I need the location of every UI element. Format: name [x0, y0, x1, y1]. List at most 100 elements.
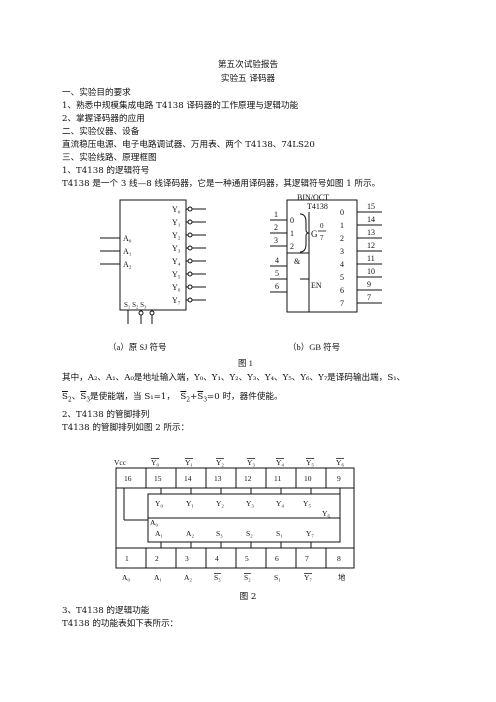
- plus-sign: +: [190, 392, 198, 402]
- fig1a-out-2: Y₂: [172, 231, 181, 240]
- fig2-inner-s2: S₂: [246, 529, 253, 538]
- fig1b-out-in-6: 6: [340, 286, 344, 295]
- fig2-top-label-y2: Y₂: [216, 458, 224, 467]
- fig2-inner-y0: Y₀: [155, 499, 163, 508]
- s3b-sub: 3: [203, 396, 208, 404]
- subsection-2-heading: 2、T4138 的管脚排列: [62, 410, 150, 420]
- fig2-bottom-pin-8: 8: [337, 554, 341, 563]
- figure-2-caption: 图 2: [239, 592, 257, 602]
- fig1a-enable-label: S₁ S₂ S₃: [124, 301, 147, 309]
- figure-1a-output-labels: Y₀ Y₁ Y₂ Y₃ Y₄ Y₅ Y₆ Y₇: [172, 205, 181, 305]
- fig2-top-pin-13: 13: [214, 474, 222, 483]
- fig2-bottom-pin-1: 1: [125, 554, 129, 563]
- s2b-bar: S: [180, 392, 187, 402]
- fig2-inner-a1: A₁: [155, 529, 163, 538]
- experiment-title: 实验五 译码器: [220, 74, 276, 84]
- figure-1-logic-symbols: Y₀ Y₁ Y₂ Y₃ Y₄ Y₅ Y₆ Y₇ A₀ A: [100, 193, 382, 368]
- fig2-top-label-y3: Y₃: [247, 458, 255, 467]
- fig1b-pin-3: 3: [274, 236, 278, 245]
- equipment-list: 直流稳压电源、电子电路调试器、万用表、两个 T4138、74LS20: [62, 140, 315, 150]
- fig1b-out-in-0: 0: [340, 208, 344, 217]
- enable-condition-end: =0 时，器件使能。: [207, 392, 283, 402]
- fig1a-caption: （a）原 SJ 符号: [108, 342, 167, 352]
- fig1a-out-0: Y₀: [172, 205, 181, 214]
- fig1b-g-bot: 7: [320, 234, 324, 242]
- fig2-top-pin-12: 12: [244, 474, 252, 483]
- fig1b-out-in-1: 1: [340, 221, 344, 230]
- objective-1: 1、熟悉中规模集成电路 T4138 译码器的工作原理与逻辑功能: [62, 101, 299, 111]
- enable-text: 是使能端，当 S₁=1，: [90, 392, 175, 402]
- fig2-bottom-pin-7: 7: [305, 554, 309, 563]
- fig2-bottom-pin-2: 2: [155, 554, 159, 563]
- fig2-top-label-y5: Y₅: [306, 458, 314, 467]
- fig2-bottom-pin-6: 6: [275, 554, 279, 563]
- fig1b-out-in-4: 4: [340, 260, 344, 269]
- fig2-top-label-y1: Y₁: [185, 458, 193, 467]
- objective-2: 2、掌握译码器的应用: [62, 114, 145, 124]
- fig1b-en-pin-6: 6: [275, 282, 279, 291]
- fig2-top-label-y4: Y₄: [276, 458, 284, 467]
- fig2-bottom-label-y7: Y₇: [304, 573, 312, 582]
- subsection-1-text: T4138 是一个 3 线—8 线译码器，它是一种通用译码器，其逻辑符号如图 1…: [62, 179, 381, 189]
- s3b-bar: S: [197, 392, 204, 402]
- fig1a-out-5: Y₅: [172, 270, 181, 279]
- fig1b-g-top: 0: [320, 222, 324, 230]
- fig2-top-pin-14: 14: [184, 474, 192, 483]
- fig1b-out-in-5: 5: [340, 273, 344, 282]
- fig2-top-pin-16: 16: [124, 474, 132, 483]
- fig1b-title-1: BIN/OCT: [297, 193, 329, 202]
- fig1a-in-0: A₀: [123, 234, 132, 243]
- fig1a-out-7: Y₇: [172, 296, 181, 305]
- fig2-bottom-label-a1: A₁: [154, 573, 162, 582]
- fig1b-pin-1: 1: [274, 210, 278, 219]
- fig1a-in-1: A₁: [123, 247, 132, 256]
- fig2-inner-y6: Y₆: [322, 509, 330, 518]
- section-2-heading: 二、实验仪器、设备: [62, 127, 140, 137]
- fig1b-bit-0: 0: [290, 216, 294, 225]
- figure-1-description-line-1: 其中，A₂、A₁、A₀是地址输入端，Y₀、Y₁、Y₂、Y₃、Y₄、Y₅、Y₆、Y…: [62, 373, 406, 383]
- fig1b-en-pin-4: 4: [275, 256, 279, 265]
- fig1b-bit-1: 1: [290, 229, 294, 238]
- fig1b-caption: （b）GB 符号: [288, 342, 340, 352]
- fig1b-pin-2: 2: [274, 223, 278, 232]
- fig1b-out-in-3: 3: [340, 247, 344, 256]
- fig2-inner-y4: Y₄: [276, 499, 284, 508]
- fig2-top-label-y6: Y₆: [336, 458, 344, 467]
- fig1b-out-in-2: 2: [340, 234, 344, 243]
- fig1b-out-pin-7: 7: [367, 293, 371, 302]
- fig2-top-pin-9: 9: [337, 474, 341, 483]
- fig1a-out-1: Y₁: [172, 218, 181, 227]
- fig2-bottom-pin-5: 5: [245, 554, 249, 563]
- subsection-1-heading: 1、T4138 的逻辑符号: [62, 166, 150, 176]
- fig2-bottom-label-s1: S₁: [274, 573, 281, 582]
- fig2-bottom-label-s2: S₂: [244, 573, 251, 582]
- figure-1b-symbol: BIN/OCT T4138 0 1 2 1 2 3 G 0 7 & EN: [270, 193, 382, 352]
- s2-sub: 2: [67, 396, 72, 404]
- fig1b-out-pin-11: 11: [367, 254, 375, 263]
- fig1a-out-3: Y₃: [172, 244, 181, 253]
- fig2-inner-y3: Y₃: [246, 499, 254, 508]
- fig1b-out-pin-15: 15: [367, 202, 375, 211]
- fig2-bottom-label-a2: A₂: [184, 573, 192, 582]
- fig2-inner-a0: A₀: [150, 518, 158, 527]
- fig1b-out-pin-10: 10: [367, 267, 375, 276]
- fig2-top-pin-15: 15: [154, 474, 162, 483]
- figure-2-pinout: Vcc Y₀ Y₁ Y₂ Y₃ Y₄ Y₅ Y₆ 16 15 14 13 12 …: [114, 458, 355, 582]
- fig2-bottom-pin-3: 3: [185, 554, 189, 563]
- fig1a-out-4: Y₄: [172, 257, 181, 266]
- fig2-bottom-label-s3: S₃: [214, 573, 221, 582]
- subsection-3-text: T4138 的功能表如下表所示：: [62, 619, 179, 629]
- fig2-inner-s1: S₁: [276, 529, 283, 538]
- subsection-2-text: T4138 的管脚排列如图 2 所示：: [62, 423, 190, 433]
- s3-sub: 3: [86, 396, 91, 404]
- report-title: 第五次试验报告: [217, 60, 279, 70]
- subsection-3-heading: 3、T4138 的逻辑功能: [62, 606, 150, 616]
- figure-1a-symbol: Y₀ Y₁ Y₂ Y₃ Y₄ Y₅ Y₆ Y₇ A₀ A: [100, 199, 206, 352]
- fig2-top-label-vcc: Vcc: [114, 458, 127, 467]
- s2b-sub: 2: [186, 396, 191, 404]
- sep-1: 、: [71, 392, 81, 402]
- fig2-inner-y1: Y₁: [186, 499, 194, 508]
- fig2-inner-y7: Y₇: [306, 529, 314, 538]
- fig1b-out-pin-12: 12: [367, 241, 375, 250]
- fig2-bottom-label-gnd: 地: [338, 572, 346, 582]
